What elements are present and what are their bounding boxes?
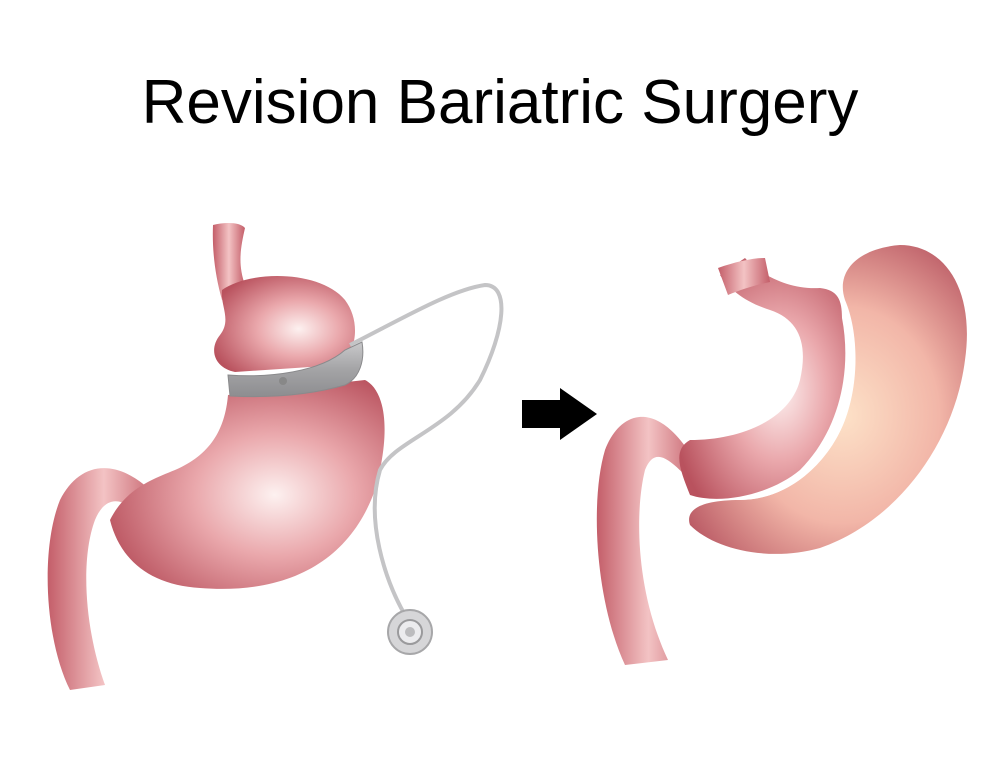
- arrow-right-icon: [522, 388, 597, 440]
- sleeve-stomach: [596, 245, 967, 665]
- duodenum: [47, 468, 160, 690]
- access-port-icon: [387, 609, 433, 655]
- upper-pouch: [214, 276, 356, 372]
- removed-stomach-portion: [689, 245, 967, 554]
- esophagus: [212, 223, 245, 300]
- banded-stomach: [47, 223, 504, 690]
- band-buckle: [279, 377, 287, 385]
- gastric-band: [227, 341, 364, 398]
- sleeve: [679, 258, 846, 499]
- band-tube: [349, 282, 504, 616]
- staple-line: [737, 299, 856, 500]
- lower-stomach: [110, 380, 385, 589]
- diagram-title: Revision Bariatric Surgery: [141, 68, 859, 137]
- sleeve-esophagus: [718, 258, 770, 295]
- sleeve-duodenum: [596, 416, 700, 665]
